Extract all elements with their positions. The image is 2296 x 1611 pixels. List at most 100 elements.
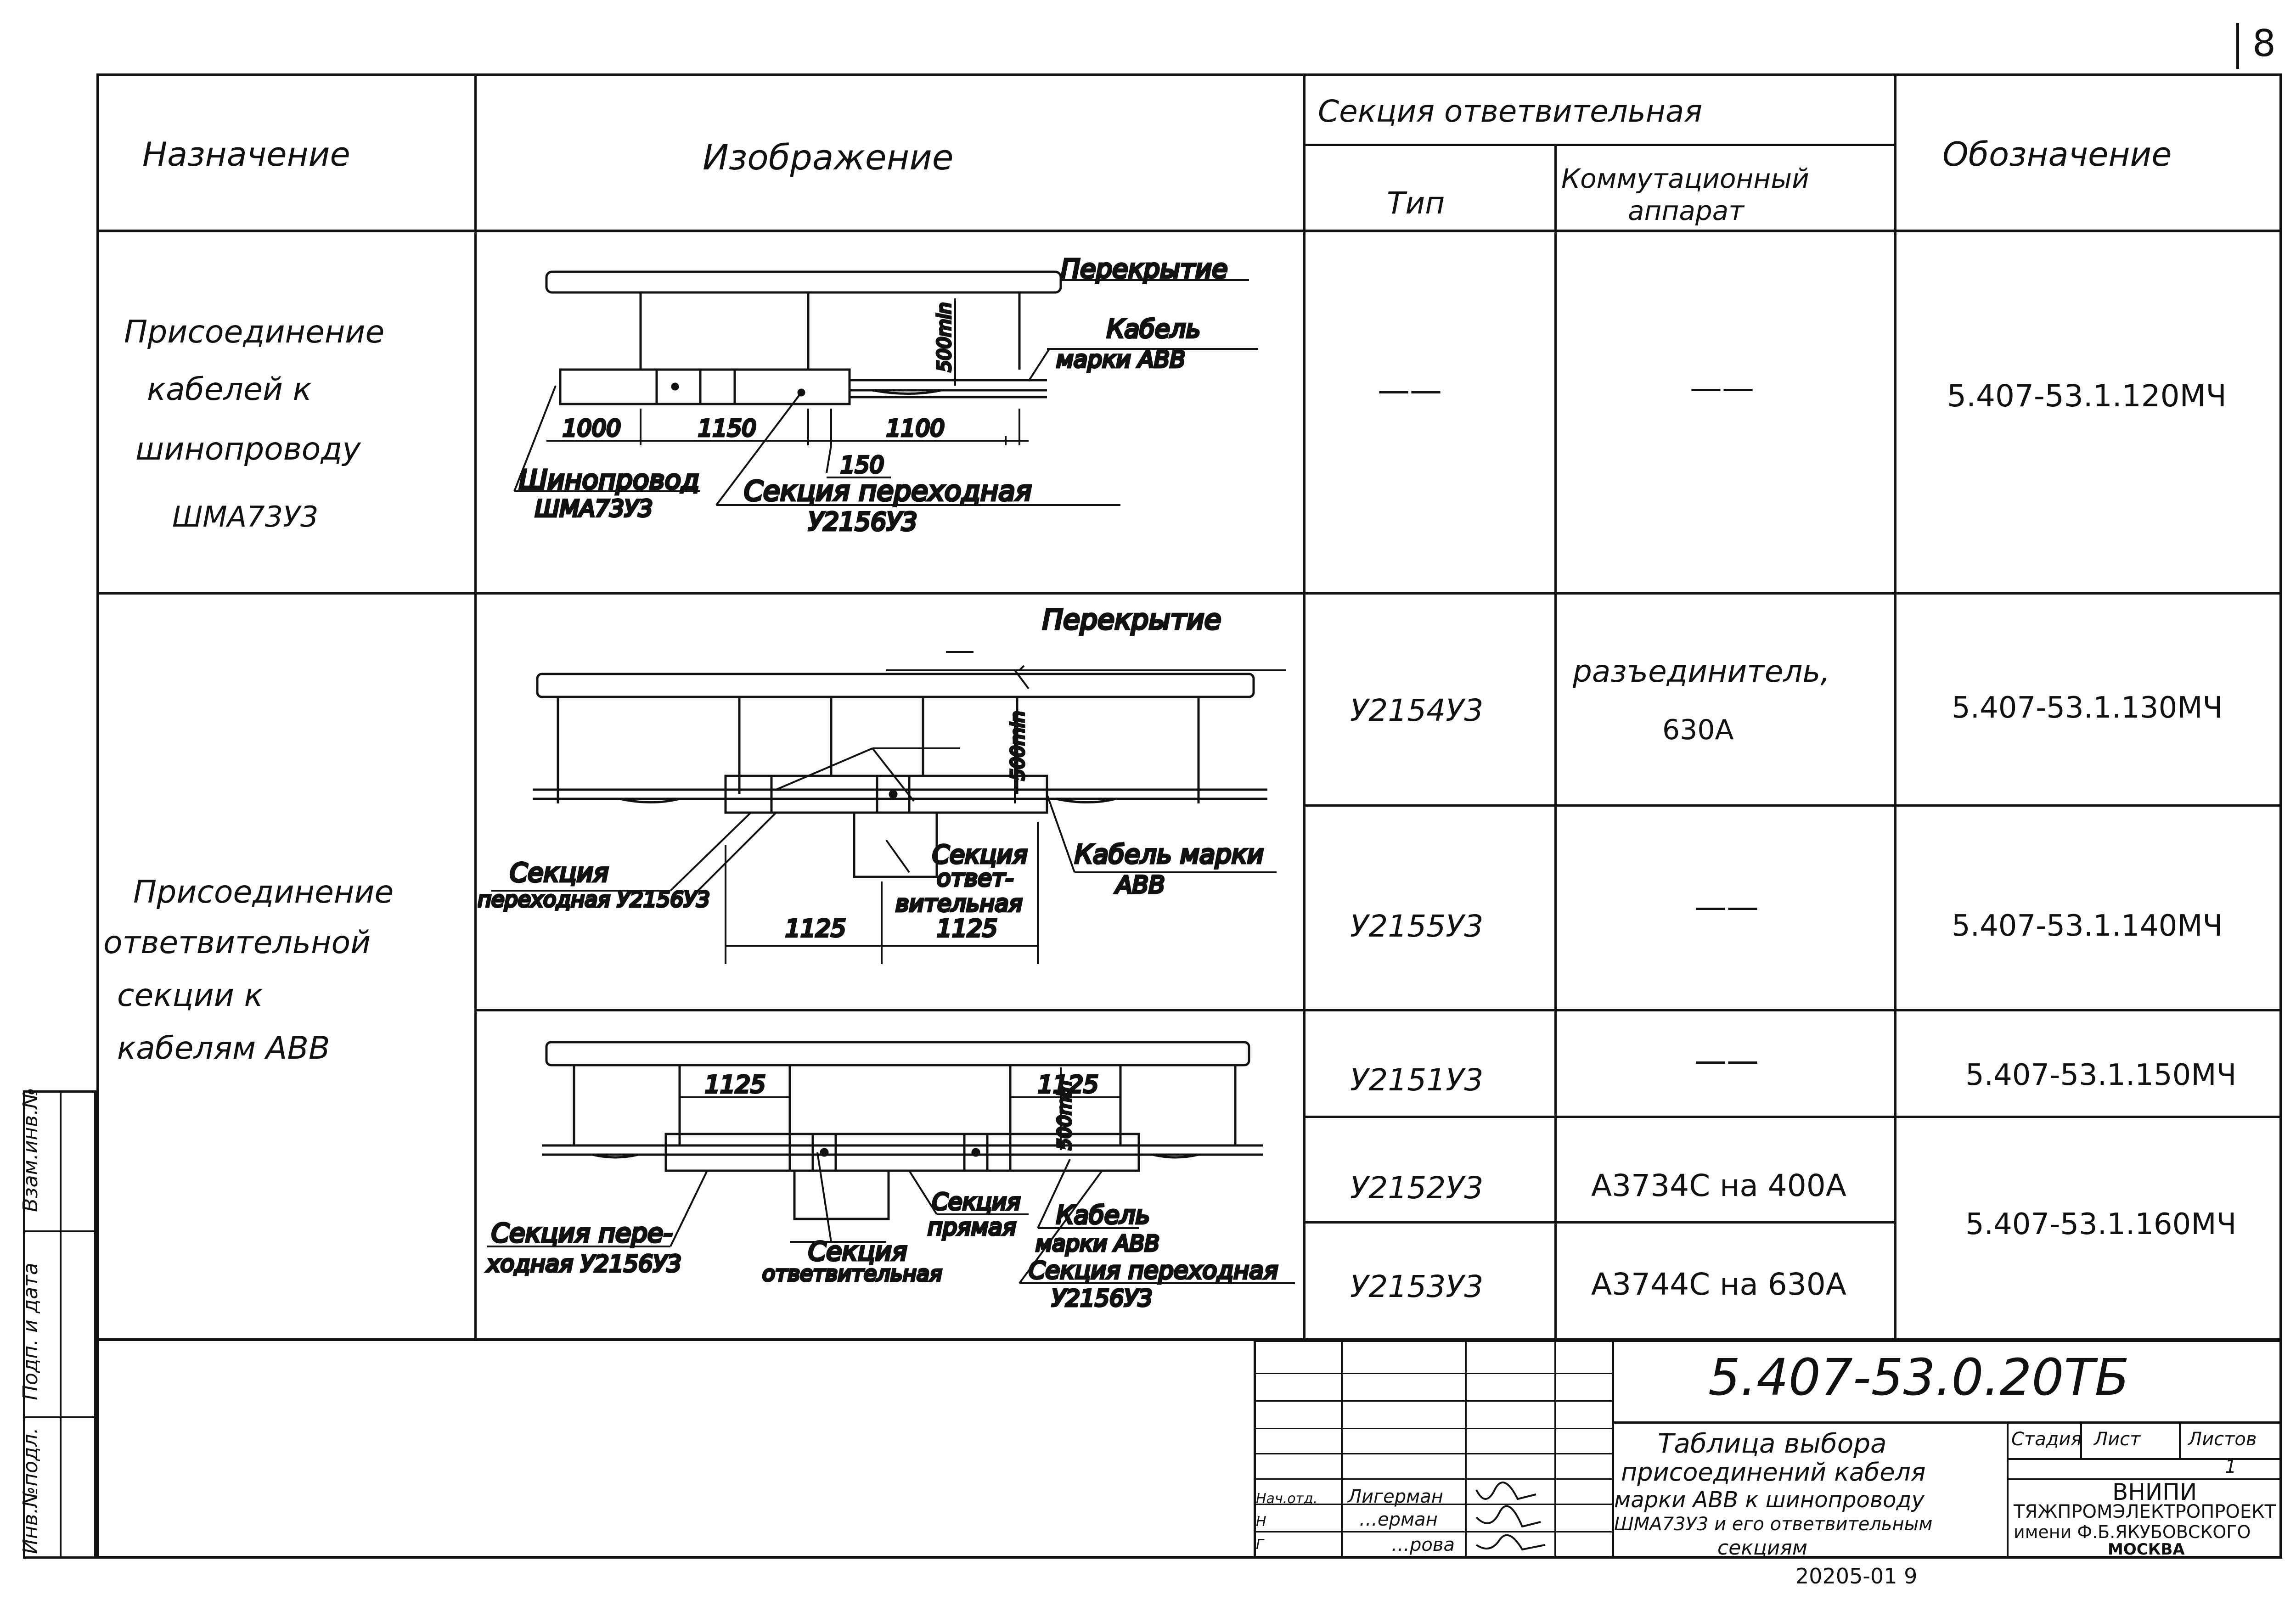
d1-cable-2: марки АВВ — [1056, 346, 1186, 373]
side-stamp-divider-v — [60, 1090, 62, 1559]
subrow4-designation: 5.407-53.1.160МЧ — [1965, 1207, 2237, 1241]
d2-transition-section — [724, 775, 1048, 814]
tb-top — [1254, 1340, 2282, 1342]
col-line-4 — [1894, 73, 1896, 1340]
d2-section-left-1: Секция — [510, 858, 609, 888]
d2-section-branch-3: вительная — [895, 890, 1023, 917]
tb-org-3: имени Ф.Б.ЯКУБОВСКОГО — [2014, 1522, 2251, 1542]
row-line-section-header — [1303, 144, 1896, 146]
d1-transition-2: У2156У3 — [808, 507, 917, 536]
row1-purpose-3: шинопроводу — [135, 431, 361, 467]
row1-type: —— — [1378, 371, 1442, 409]
d3-transition-1: Секция переходная — [1029, 1257, 1278, 1285]
tb-title-2: присоединений кабеля — [1621, 1458, 1926, 1487]
d1-dim-1150: 1150 — [698, 415, 756, 442]
d1-busbar-1: Шинопровод — [519, 464, 699, 495]
row-line-1 — [96, 592, 2282, 595]
subrow3-designation: 5.407-53.1.150МЧ — [1965, 1058, 2237, 1092]
d2-cable-1: Кабель марки — [1075, 840, 1264, 870]
tb-h2 — [1254, 1400, 1612, 1402]
d3-dim-left: 1125 — [705, 1071, 765, 1099]
tb-sheets-label: Листов — [2188, 1429, 2257, 1450]
subrow2-type: У2155У3 — [1350, 909, 1484, 944]
tb-h3 — [1254, 1428, 1612, 1429]
d2-cable-2: АВВ — [1114, 871, 1165, 899]
tb-v3 — [1554, 1340, 1556, 1559]
d3-transition-2: У2156У3 — [1052, 1285, 1153, 1312]
tb-signatures — [1475, 1482, 1546, 1551]
d1-busbar — [559, 368, 851, 405]
side-stamp-inv: Инв.№подл. — [19, 1427, 42, 1554]
subrow1-designation: 5.407-53.1.130МЧ — [1952, 691, 2223, 725]
table-frame — [96, 73, 2282, 1559]
d2-ceiling — [536, 673, 1255, 698]
subrow1-type: У2154У3 — [1350, 693, 1484, 728]
d1-dim-1100: 1100 — [886, 415, 945, 442]
footer-code: 20205-01 9 — [1795, 1564, 1918, 1589]
d2-branch-box — [853, 811, 938, 878]
col-line-3 — [1554, 145, 1557, 1340]
d3-section-left-2: ходная У2156У3 — [486, 1251, 681, 1277]
header-section-group: Секция ответвительная — [1318, 94, 1703, 129]
row2-purpose-1: Присоединение — [133, 874, 394, 910]
subrow1-apparatus-2: 630А — [1662, 714, 1734, 746]
d1-busbar-2: ШМА73У3 — [535, 495, 653, 522]
d3-height: 500min — [1054, 1080, 1075, 1150]
d1-ceiling — [545, 270, 1062, 294]
tb-org-4: МОСКВА — [2108, 1540, 2185, 1559]
d3-ceiling — [545, 1041, 1250, 1067]
row-line-2c — [1303, 1116, 2282, 1118]
col-line-1 — [474, 73, 477, 1340]
d2-dim-left: 1125 — [785, 915, 846, 943]
tb-sig-role-1: Нач.отд. — [1256, 1491, 1318, 1507]
tb-stage-label: Стадия — [2011, 1429, 2082, 1450]
d1-height: 500min — [934, 302, 955, 372]
tb-sig-name-2: …ерман — [1359, 1509, 1438, 1530]
tb-title-1: Таблица выбора — [1658, 1428, 1887, 1459]
d2-section-branch-2: ответ- — [937, 865, 1013, 892]
d3-section-direct-2: прямая — [928, 1214, 1016, 1241]
header-designation: Обозначение — [1942, 135, 2172, 174]
tb-h1 — [1254, 1373, 1612, 1374]
d3-section-branch-2: ответвительная — [762, 1261, 942, 1286]
row1-apparatus: —— — [1690, 369, 1754, 407]
drawing-branch-with-breakers: 500min 1125 1125 Секция пере- ходная У21… — [485, 1041, 1295, 1313]
d2-section-left-2: переходная У2156У3 — [478, 887, 710, 912]
d3-cable-2: марки АВВ — [1035, 1231, 1159, 1257]
subrow3-apparatus: —— — [1694, 1042, 1759, 1079]
header-type: Тип — [1387, 185, 1445, 221]
row1-purpose-2: кабелей к — [147, 371, 312, 408]
d3-section-branch-1: Секция — [808, 1237, 907, 1267]
d2-section-branch-1: Секция — [932, 840, 1028, 869]
tb-org-2: ТЯЖПРОМЭЛЕКТРОПРОЕКТ — [2014, 1501, 2276, 1522]
row1-purpose-4: ШМА73У3 — [172, 500, 319, 533]
d3-busbar-section — [664, 1133, 1140, 1172]
tb-v6 — [2080, 1422, 2082, 1459]
tb-h4 — [1254, 1453, 1612, 1454]
row1-designation: 5.407-53.1.120МЧ — [1947, 378, 2227, 414]
drawing-branch-section-connection: Перекрытие 500min Секция переходная У215… — [478, 603, 1286, 964]
subrow4-type: У2152У3 — [1350, 1170, 1484, 1206]
row-line-header-bottom — [96, 230, 2282, 232]
d3-section-left-1: Секция пере- — [491, 1218, 673, 1248]
tb-title-5: секциям — [1717, 1536, 1808, 1560]
side-stamp-divider-1 — [23, 1230, 96, 1232]
tb-h-main — [1612, 1421, 2282, 1424]
tb-v2 — [1465, 1340, 1467, 1559]
side-stamp-divider-2 — [23, 1416, 96, 1418]
page-number: 8 — [2252, 22, 2276, 65]
row-line-table-bottom — [96, 1338, 2282, 1341]
tb-title-4: ШМА73У3 и его ответвительным — [1614, 1514, 1933, 1535]
tb-h5 — [1254, 1478, 1612, 1480]
tb-org-1: ВНИПИ — [2112, 1479, 2197, 1505]
tb-v4 — [1612, 1340, 1614, 1559]
tb-h-stage — [2007, 1458, 2282, 1460]
tb-left — [1254, 1340, 1256, 1559]
row1-purpose-1: Присоединение — [124, 314, 385, 350]
row2-purpose-4: кабелям АВВ — [117, 1030, 330, 1067]
tb-v5 — [2007, 1422, 2009, 1559]
tb-sig-name-3: …рова — [1391, 1534, 1455, 1555]
d3-dim-right: 1125 — [1038, 1071, 1098, 1099]
d3-branch-box — [793, 1169, 890, 1220]
d1-dim-150: 150 — [840, 452, 884, 478]
